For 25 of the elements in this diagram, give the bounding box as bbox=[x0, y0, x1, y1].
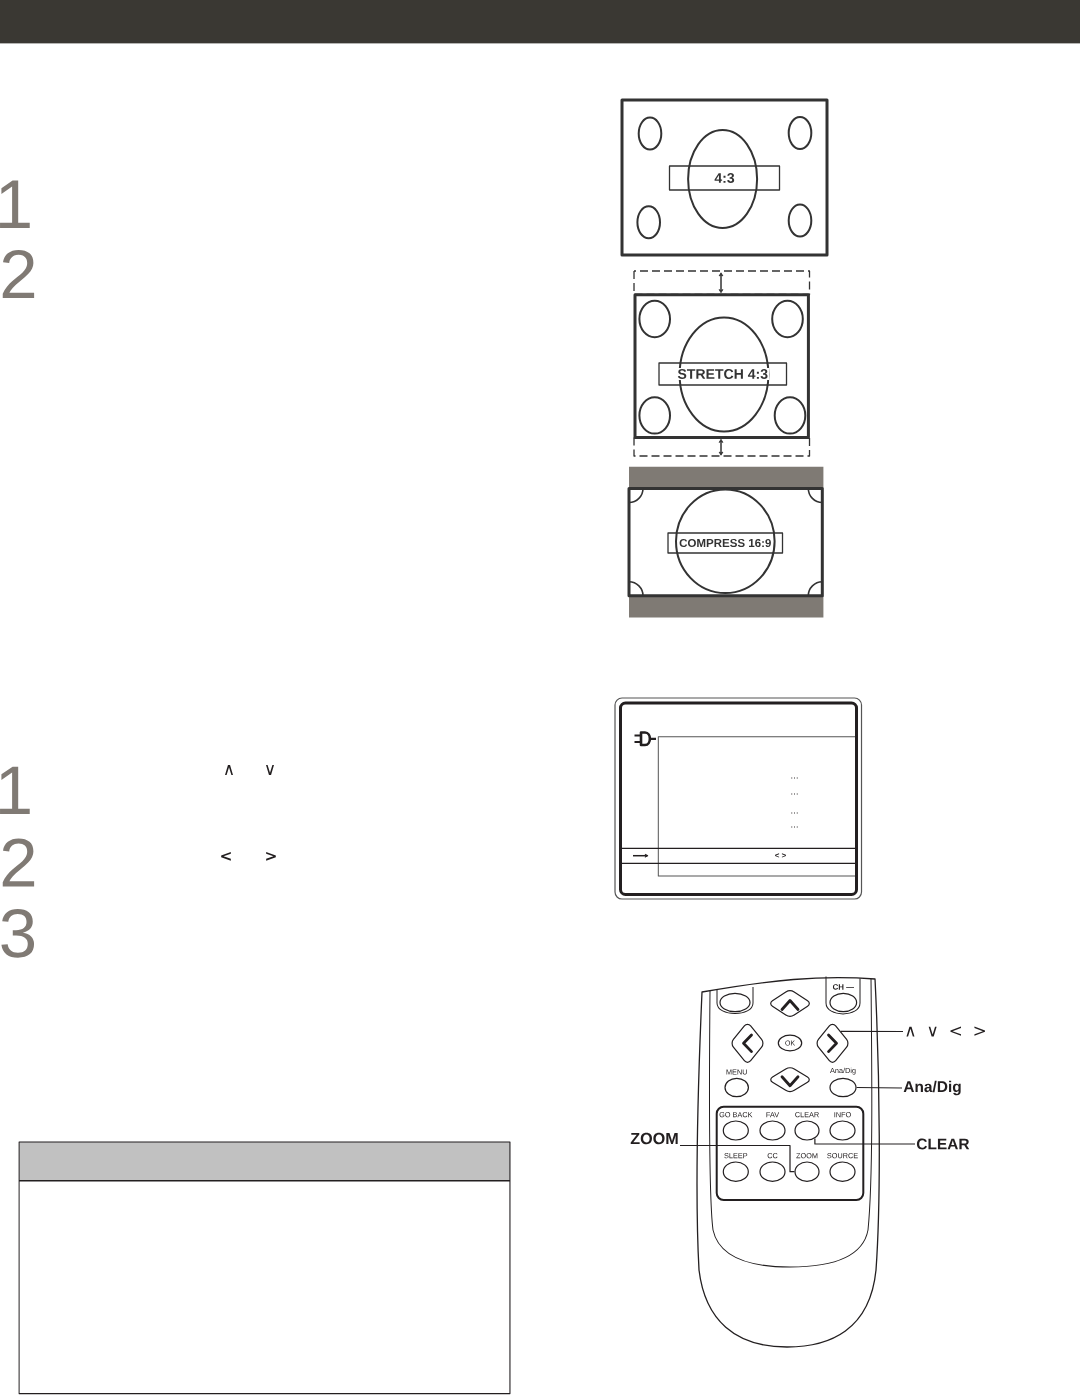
callout-label: ∧ ∨ < > bbox=[906, 1026, 985, 1037]
menu-text: ... bbox=[791, 826, 798, 828]
callout-label: CLEAR bbox=[916, 1138, 970, 1150]
step-number: 3 bbox=[1, 908, 35, 958]
callout-label: ZOOM bbox=[630, 1132, 678, 1145]
label-box: COMPRESS 16:9 bbox=[667, 532, 784, 554]
button-symbol: < bbox=[221, 851, 231, 861]
step-number: 1 bbox=[0, 766, 30, 814]
step-number: 2 bbox=[2, 249, 35, 298]
menu-text: ... bbox=[791, 777, 798, 779]
remote-button bbox=[719, 992, 751, 1013]
menu-text: ... bbox=[791, 812, 798, 814]
leader-line bbox=[679, 1144, 795, 1173]
button-symbol: ∧ bbox=[225, 765, 233, 775]
menu-text: ... bbox=[791, 793, 798, 795]
label-box: STRETCH 4:3 bbox=[658, 362, 788, 386]
callout-label: Ana/Dig bbox=[903, 1080, 961, 1096]
leader-line bbox=[814, 1137, 916, 1145]
button-symbol: > bbox=[266, 851, 276, 861]
step-number: 2 bbox=[2, 838, 35, 887]
button-symbol: ∨ bbox=[266, 765, 274, 775]
leader-line bbox=[856, 1086, 903, 1089]
leader-line bbox=[840, 1030, 904, 1033]
step-number: 1 bbox=[0, 180, 30, 228]
label-box: 4:3 bbox=[668, 165, 781, 191]
